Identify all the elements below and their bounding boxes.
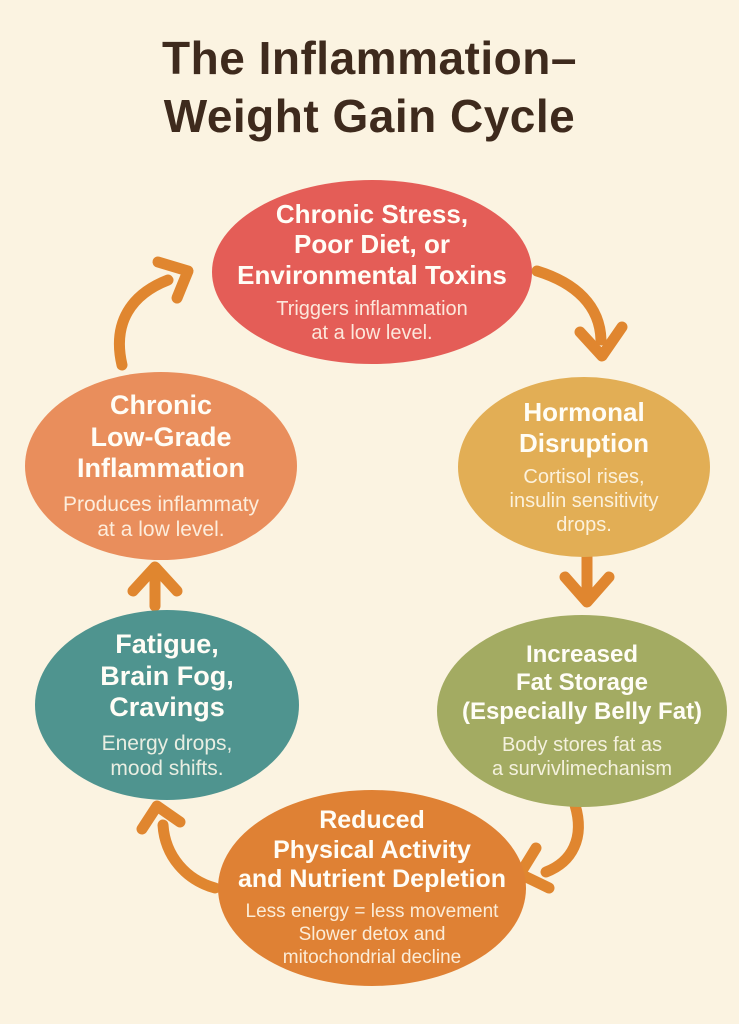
arrow-activity-to-fatigue [136, 800, 221, 894]
arrow-inflammation-to-stress [113, 256, 194, 371]
node-increased-fat-storage: Increased Fat Storage (Especially Belly … [437, 615, 727, 807]
node-hormonal-disruption-heading: Hormonal Disruption [519, 397, 649, 458]
arrow-stress-to-hormonal [531, 265, 628, 362]
node-increased-fat-storage-heading: Increased Fat Storage (Especially Belly … [461, 641, 703, 725]
node-fatigue-brain-fog-heading: Fatigue, Brain Fog, Cravings [100, 628, 234, 723]
arrow-fat-to-activity [514, 799, 584, 894]
page-title: The Inflammation– Weight Gain Cycle [162, 32, 577, 142]
node-chronic-stress-heading: Chronic Stress, Poor Diet, or Environmen… [237, 198, 507, 290]
node-chronic-stress-subtitle: Triggers inflammation at a low level. [276, 298, 468, 345]
node-fatigue-brain-fog: Fatigue, Brain Fog, Cravings Energy drop… [35, 610, 299, 800]
node-hormonal-disruption-subtitle: Cortisol rises, insulin sensitivity drop… [509, 465, 659, 536]
node-reduced-activity: Reduced Physical Activity and Nutrient D… [218, 790, 526, 986]
node-chronic-inflammation: Chronic Low-Grade Inflammation Produces … [25, 372, 297, 560]
node-fatigue-brain-fog-subtitle: Energy drops, mood shifts. [101, 731, 233, 780]
node-chronic-stress: Chronic Stress, Poor Diet, or Environmen… [212, 180, 532, 364]
arrow-hormonal-to-fat [559, 550, 615, 608]
node-hormonal-disruption: Hormonal Disruption Cortisol rises, insu… [458, 377, 710, 557]
node-reduced-activity-subtitle: Less energy = less movement Slower detox… [245, 901, 499, 968]
arrow-fatigue-to-inflammation [127, 561, 183, 612]
node-increased-fat-storage-subtitle: Body stores fat as a survivlimechanism [491, 733, 673, 780]
node-reduced-activity-heading: Reduced Physical Activity and Nutrient D… [237, 806, 507, 893]
node-chronic-inflammation-heading: Chronic Low-Grade Inflammation [76, 389, 245, 484]
node-chronic-inflammation-subtitle: Produces inflammaty at a low level. [62, 492, 260, 541]
